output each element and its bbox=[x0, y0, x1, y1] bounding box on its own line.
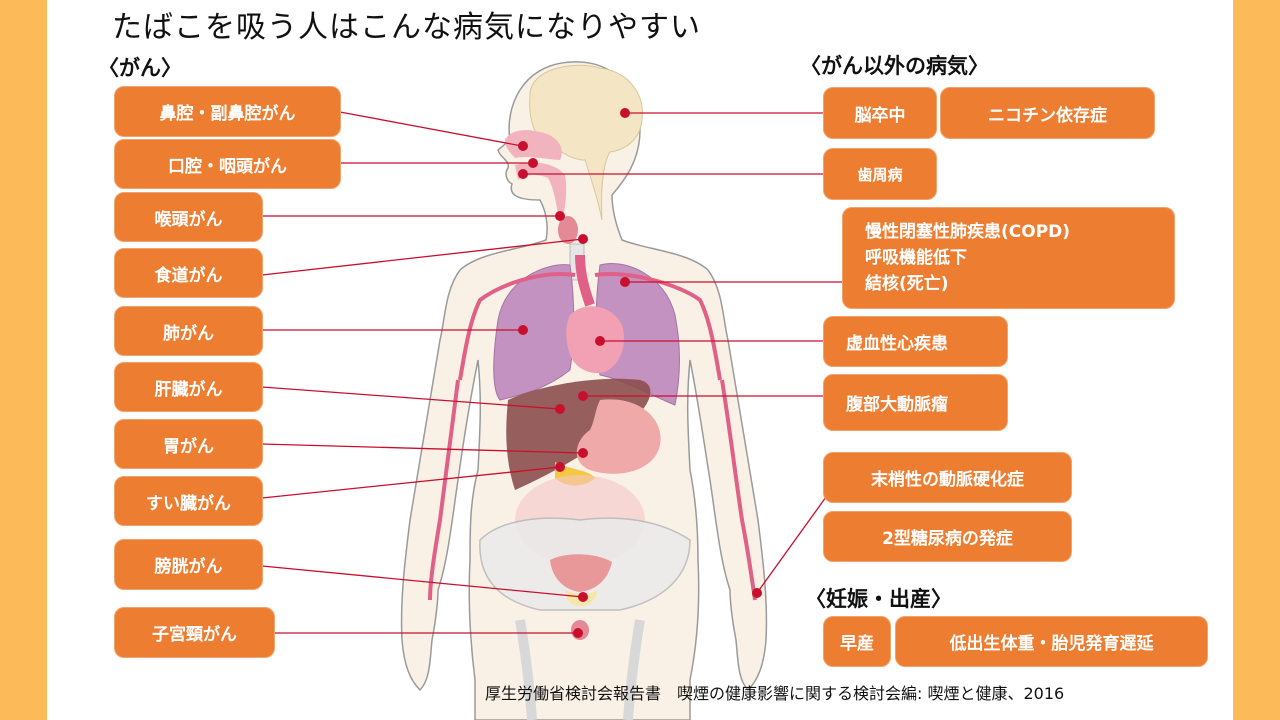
left-side-bar bbox=[0, 0, 47, 720]
heading-non-cancer: 〈がん以外の病気〉 bbox=[800, 54, 989, 78]
source-citation: 厚生労働省検討会報告書 喫煙の健康影響に関する検討会編: 喫煙と健康、2016 bbox=[485, 684, 1065, 703]
respiratory-decline-line: 呼吸機能低下 bbox=[865, 248, 967, 268]
box-stomach-cancer: 胃がん bbox=[114, 419, 263, 469]
box-bladder-cancer: 膀胱がん bbox=[114, 539, 263, 590]
heading-cancer: 〈がん〉 bbox=[98, 56, 182, 80]
tuberculosis-line: 結核(死亡) bbox=[865, 274, 949, 294]
box-ischemic-heart-disease: 虚血性心疾患 bbox=[823, 316, 1008, 367]
box-laryngeal-cancer: 喉頭がん bbox=[114, 192, 263, 242]
box-esophageal-cancer: 食道がん bbox=[114, 248, 263, 298]
organ-markers bbox=[518, 108, 762, 638]
box-lung-cancer: 肺がん bbox=[114, 306, 263, 356]
box-liver-cancer: 肝臓がん bbox=[114, 362, 263, 412]
box-pancreatic-cancer: すい臓がん bbox=[114, 476, 263, 526]
box-nicotine-dependence: ニコチン依存症 bbox=[940, 87, 1155, 139]
box-copd-group: 慢性閉塞性肺疾患(COPD) 呼吸機能低下 結核(死亡) bbox=[842, 207, 1175, 309]
box-nasal-cancer: 鼻腔・副鼻腔がん bbox=[114, 86, 341, 137]
box-periodontal-disease: 歯周病 bbox=[823, 148, 937, 200]
box-abdominal-aortic-aneurysm: 腹部大動脈瘤 bbox=[823, 374, 1008, 431]
box-low-birth-weight: 低出生体重・胎児発育遅延 bbox=[895, 616, 1208, 667]
box-oral-pharyngeal-cancer: 口腔・咽頭がん bbox=[114, 139, 341, 189]
page-title: たばこを吸う人はこんな病気になりやすい bbox=[112, 10, 701, 45]
box-stroke: 脳卒中 bbox=[823, 87, 937, 139]
box-premature-birth: 早産 bbox=[823, 616, 891, 667]
leader-lines bbox=[261, 111, 843, 634]
box-peripheral-arteriosclerosis: 末梢性の動脈硬化症 bbox=[823, 452, 1072, 503]
heading-pregnancy: 〈妊娠・出産〉 bbox=[805, 587, 952, 611]
box-type2-diabetes: 2型糖尿病の発症 bbox=[823, 511, 1072, 562]
right-side-bar bbox=[1233, 0, 1280, 720]
box-cervical-cancer: 子宮頸がん bbox=[114, 607, 275, 658]
copd-line: 慢性閉塞性肺疾患(COPD) bbox=[865, 222, 1071, 242]
